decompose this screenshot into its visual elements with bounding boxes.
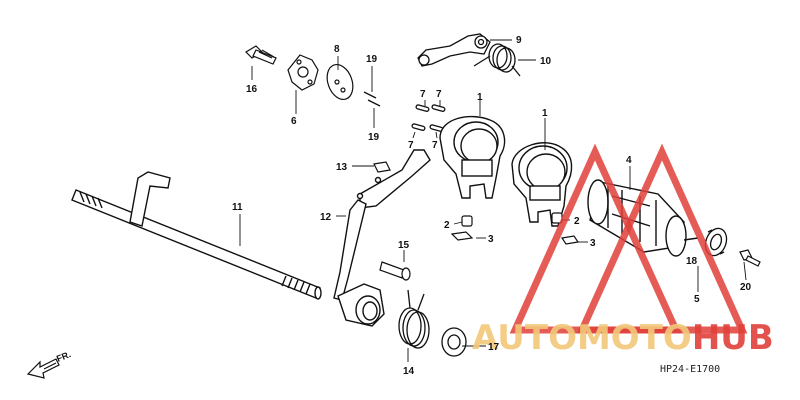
svg-text:AUTOMOTOHUB: AUTOMOTOHUB: [472, 318, 774, 358]
callout-20: 20: [740, 282, 752, 293]
watermark-triangles: [509, 143, 748, 334]
callout-14: 14: [403, 366, 415, 377]
return-spring-14: [398, 289, 430, 349]
leader-lines: [239, 39, 747, 362]
fork-clip-3-left: [450, 231, 474, 241]
watermark-text-automoto: AUTOMOTO: [472, 318, 692, 358]
watermark-text-hub: HUB: [692, 318, 774, 358]
callout-15: 15: [398, 240, 410, 251]
fork-pin-2-left: [461, 215, 473, 227]
stopper-arm-9: [417, 33, 491, 67]
callout-9: 9: [516, 35, 522, 46]
drum-bearing-18: [704, 227, 728, 257]
callout-12: 12: [320, 212, 332, 223]
callout-10: 10: [540, 56, 552, 67]
callout-8: 8: [334, 44, 340, 55]
callout-19-bottom: 19: [368, 132, 380, 143]
front-label: FR.: [55, 349, 72, 364]
callout-7-a: 7: [420, 89, 426, 100]
callout-11: 11: [232, 202, 243, 213]
callouts: 8 19 19 16 6 9 10 1 1 7 7 7 7 4 13 11 12…: [232, 35, 752, 377]
dowel-pins-19: [363, 91, 381, 107]
bolt-16: [245, 45, 277, 65]
fork-clip-3-right: [560, 235, 580, 245]
callout-1-left: 1: [477, 92, 483, 103]
callout-1-right: 1: [542, 108, 548, 119]
bolt-20: [739, 249, 761, 267]
callout-6: 6: [291, 116, 297, 127]
stud-15: [379, 261, 411, 281]
callout-13: 13: [336, 162, 348, 173]
bolt-13: [373, 161, 391, 173]
gearshift-spindle-11: [71, 171, 322, 300]
callout-17: 17: [488, 342, 500, 353]
return-spring-10: [473, 43, 521, 77]
front-arrow-icon: [26, 358, 60, 379]
stopper-plate-6: [287, 54, 319, 91]
watermark: AUTOMOTOHUB: [472, 143, 774, 358]
callout-19-top: 19: [366, 54, 378, 65]
callout-7-c: 7: [408, 140, 414, 151]
watermark-triangle-right: [576, 143, 748, 334]
oil-seal-17: [441, 327, 467, 357]
callout-16: 16: [246, 84, 258, 95]
pins-7: [411, 104, 446, 132]
callout-18: 18: [686, 256, 698, 267]
callout-7-d: 7: [432, 140, 438, 151]
callout-7-b: 7: [436, 89, 442, 100]
callout-4: 4: [626, 155, 632, 166]
callout-2-right: 2: [574, 216, 580, 227]
shift-fork-1-left: [439, 115, 506, 199]
shift-fork-1-right: [511, 142, 573, 227]
callout-3-right: 3: [590, 238, 596, 249]
front-direction-indicator: FR.: [26, 349, 72, 379]
reference-code: HP24-E1700: [660, 364, 720, 375]
callout-3-left: 3: [488, 234, 494, 245]
callout-2-left: 2: [444, 220, 450, 231]
cam-plate-8: [326, 63, 354, 101]
gearshift-arm-12: [333, 149, 431, 327]
callout-5: 5: [694, 294, 700, 305]
